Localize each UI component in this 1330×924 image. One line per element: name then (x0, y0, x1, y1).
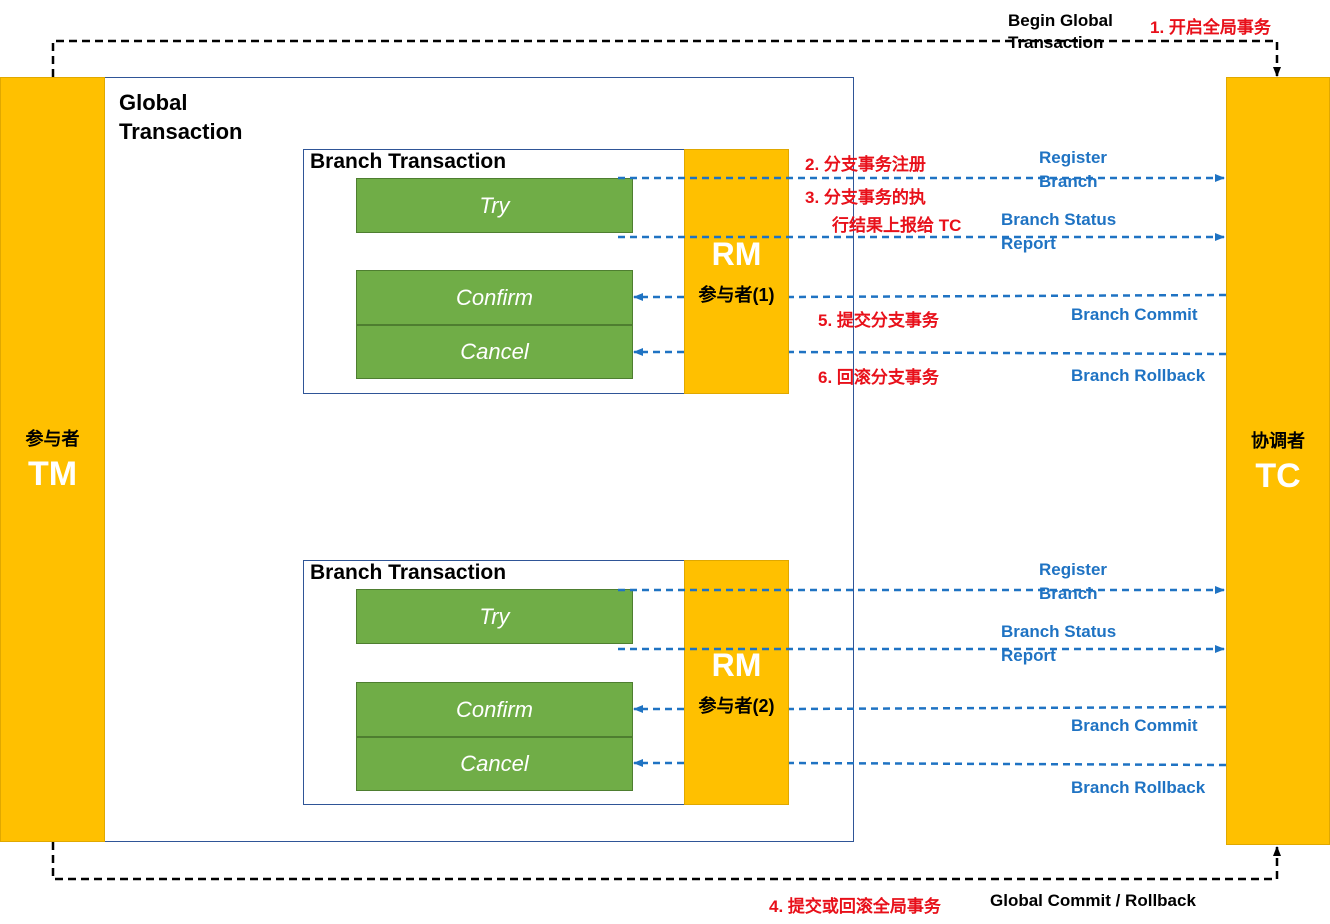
b2-register-label: Register Branch (1039, 560, 1108, 603)
step5-label: 5. 提交分支事务 (818, 311, 939, 330)
step6-label: 6. 回滚分支事务 (818, 368, 939, 387)
tm-participant: 参与者 TM (0, 77, 105, 842)
branch-2-try: Try (356, 589, 633, 644)
step2-label: 2. 分支事务注册 (805, 155, 926, 174)
rm-1-name: RM (711, 236, 762, 272)
b1-rollback-label: Branch Rollback (1071, 366, 1206, 385)
branch-1-try: Try (356, 178, 633, 233)
global-commit-label: Global Commit / Rollback (990, 891, 1196, 910)
step3-label: 3. 分支事务的执 行结果上报给 TC (805, 188, 962, 235)
b1-commit-label: Branch Commit (1071, 305, 1198, 324)
b1-tc-commit-line (788, 293, 1227, 299)
b2-tc-rollback-line (788, 761, 1227, 767)
global-transaction-label: Global Transaction (119, 90, 243, 144)
b2-commit-label: Branch Commit (1071, 716, 1198, 735)
b1-register-label: Register Branch (1039, 148, 1108, 191)
tc-name: TC (1255, 456, 1301, 495)
branch-2-title: Branch Transaction (310, 561, 507, 584)
step1-label: 1. 开启全局事务 (1150, 18, 1271, 37)
branch-2-cancel: Cancel (356, 737, 633, 791)
branch-1-confirm: Confirm (356, 270, 633, 325)
rm-2-name: RM (711, 647, 762, 683)
rm-2-role: 参与者(2) (698, 696, 775, 716)
b1-status-label: Branch Status Report (1001, 210, 1117, 253)
b2-rollback-label: Branch Rollback (1071, 778, 1206, 797)
b2-tc-commit-line (788, 705, 1227, 711)
step4-label: 4. 提交或回滚全局事务 (769, 897, 941, 916)
tm-name: TM (27, 455, 78, 493)
branch-1-cancel: Cancel (356, 325, 633, 379)
branch-2-confirm: Confirm (356, 682, 633, 737)
b1-tc-rollback-line (788, 350, 1227, 356)
tm-role: 参与者 (25, 429, 80, 449)
rm-1: RM 参与者(1) (684, 149, 789, 394)
rm-1-role: 参与者(1) (698, 285, 775, 305)
b2-status-label: Branch Status Report (1001, 622, 1117, 665)
begin-global-label: Begin Global Transaction (1008, 11, 1113, 52)
rm-2: RM 参与者(2) (684, 560, 789, 805)
begin-global-line (51, 39, 1281, 77)
tc-role: 协调者 (1251, 430, 1305, 451)
branch-1-title: Branch Transaction (310, 150, 507, 173)
global-commit-line (51, 842, 1281, 881)
